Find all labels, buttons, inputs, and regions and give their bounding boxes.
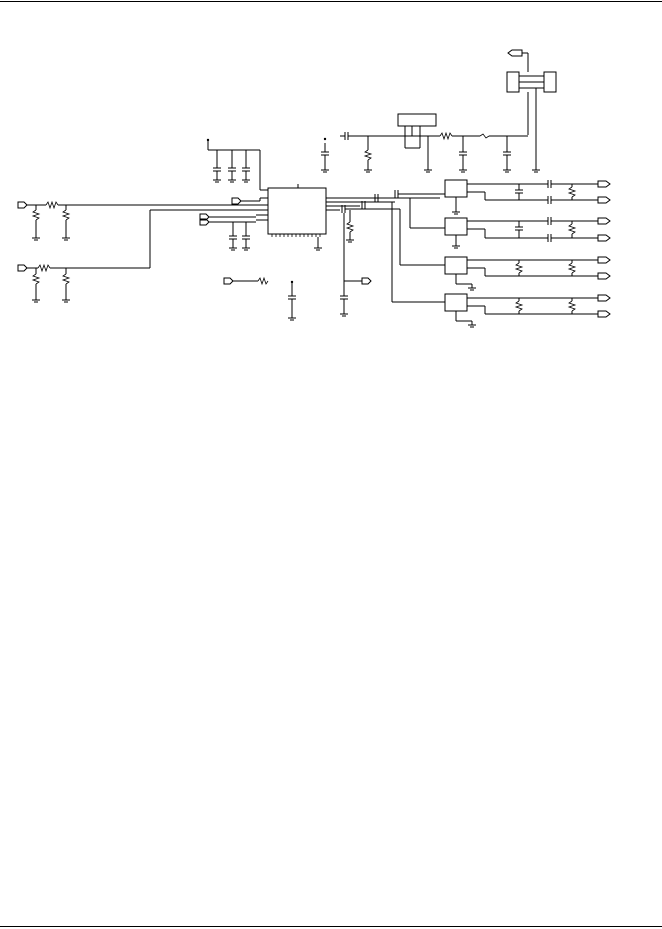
cap-below-ic — [288, 280, 296, 321]
xfmr-4 — [444, 293, 598, 328]
channel-1-2-filters — [515, 180, 598, 242]
xfmr-2 — [444, 217, 548, 249]
footer-rule — [0, 926, 662, 927]
ic-right-network — [326, 190, 445, 317]
input-port-6 — [223, 276, 269, 286]
decoupling-caps-top — [206, 138, 268, 191]
input-port-2 — [17, 209, 256, 303]
output-ports — [597, 180, 611, 318]
header-rule — [0, 1, 662, 2]
power-regulator — [321, 113, 540, 173]
xfmr-3 — [444, 256, 598, 291]
xfmr-1 — [444, 179, 548, 215]
header-connector-top-right — [506, 49, 557, 170]
input-port-1 — [17, 200, 268, 241]
input-port-4-5 — [199, 213, 256, 251]
input-port-3 — [231, 197, 261, 205]
channel-3-4-filters — [514, 259, 577, 314]
main-ic — [256, 184, 327, 251]
